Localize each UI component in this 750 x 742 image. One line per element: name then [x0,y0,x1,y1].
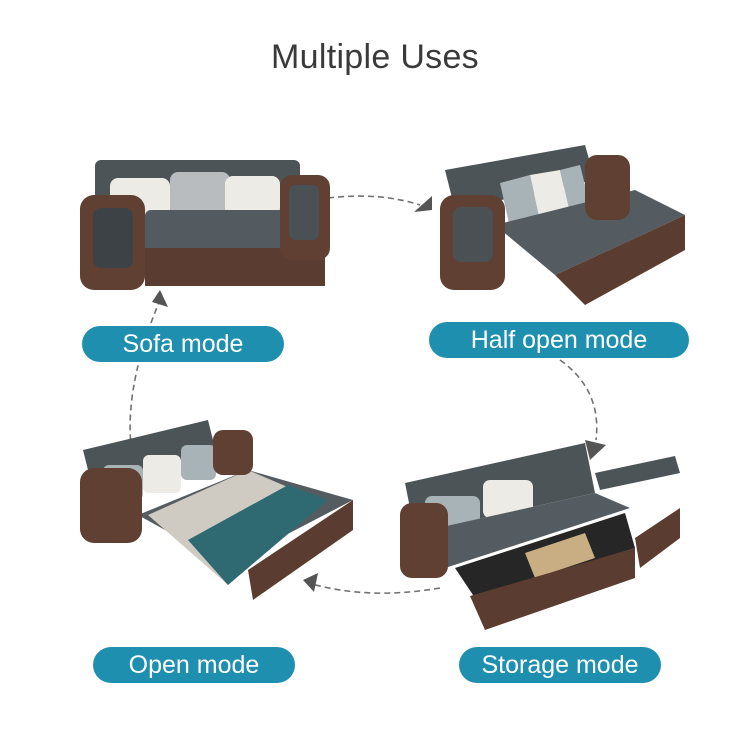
arrow-path-half-open-to-storage [559,359,598,441]
mode-label-text: Storage mode [481,650,639,679]
arrow-head-icon [152,290,168,307]
mode-label-storage: Storage mode [459,647,661,683]
sofa-mode-illustration [80,160,330,290]
mode-label-text: Sofa mode [122,329,244,358]
arrow-path-sofa-to-half-open [327,195,421,206]
mode-label-half-open: Half open mode [429,322,689,358]
half-open-mode-illustration [440,145,685,305]
open-mode-illustration [80,420,353,600]
arrow-head-icon [303,573,318,592]
page-title: Multiple Uses [271,38,479,76]
mode-label-sofa: Sofa mode [82,326,284,362]
mode-label-open: Open mode [93,647,295,683]
mode-label-text: Half open mode [470,325,648,354]
arrow-head-icon [414,196,432,212]
mode-label-text: Open mode [128,650,260,679]
arrow-path-storage-to-open [311,583,441,594]
storage-mode-illustration [400,443,680,630]
arrow-head-icon [585,440,606,460]
